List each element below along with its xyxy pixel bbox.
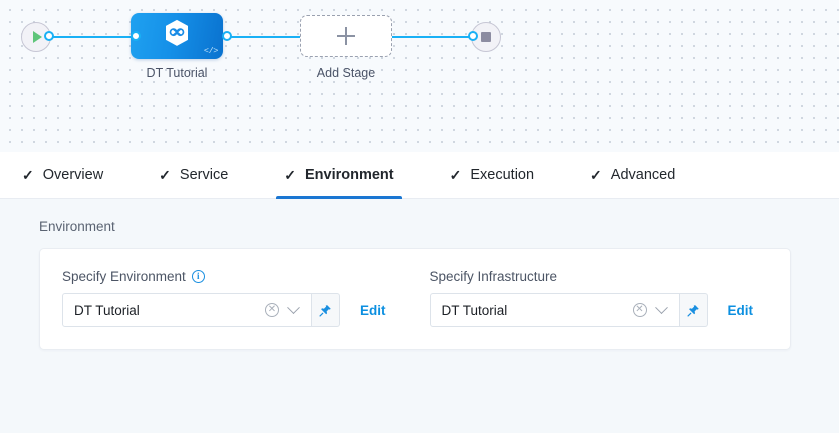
- plus-icon: [337, 27, 355, 45]
- pipeline-canvas[interactable]: </> DT Tutorial Add Stage: [0, 0, 839, 152]
- tab-label: Execution: [470, 167, 535, 183]
- pin-icon: [319, 304, 331, 317]
- check-icon: ✓: [590, 167, 602, 183]
- stage-tabs: ✓ Overview ✓ Service ✓ Environment ✓ Exe…: [0, 152, 839, 199]
- specify-infrastructure-label: Specify Infrastructure: [430, 269, 754, 284]
- specify-environment-row: DT Tutorial ✕ Edit: [62, 293, 386, 327]
- tab-environment[interactable]: ✓ Environment: [276, 152, 403, 199]
- environment-edit-link[interactable]: Edit: [360, 302, 386, 318]
- tab-advanced[interactable]: ✓ Advanced: [588, 152, 677, 199]
- environment-card: Specify Environment i DT Tutorial ✕ Edit: [39, 248, 791, 350]
- code-badge-icon: </>: [203, 46, 219, 56]
- tab-service[interactable]: ✓ Service: [157, 152, 230, 199]
- clear-icon[interactable]: ✕: [632, 303, 647, 317]
- port-end-in[interactable]: [468, 31, 478, 41]
- port-stage-out[interactable]: [222, 31, 232, 41]
- infrastructure-select[interactable]: DT Tutorial ✕: [429, 293, 680, 327]
- infrastructure-select-value: DT Tutorial: [441, 302, 508, 318]
- chevron-down-icon[interactable]: [654, 300, 668, 314]
- edge-add-to-end: [392, 36, 472, 38]
- environment-panel: Environment Specify Environment i DT Tut…: [0, 199, 839, 433]
- tab-label: Environment: [305, 167, 394, 183]
- environment-select-value: DT Tutorial: [74, 302, 140, 318]
- field-label-text: Specify Infrastructure: [429, 269, 558, 284]
- harness-hexagon-icon: [164, 19, 190, 52]
- environment-select[interactable]: DT Tutorial ✕: [62, 293, 312, 327]
- chevron-down-icon[interactable]: [287, 300, 300, 314]
- tab-label: Overview: [42, 167, 104, 183]
- check-icon: ✓: [22, 167, 34, 183]
- tab-overview[interactable]: ✓ Overview: [20, 152, 105, 199]
- stop-icon: [481, 32, 491, 42]
- edge-start-to-stage: [45, 36, 135, 38]
- clear-icon[interactable]: ✕: [265, 303, 279, 317]
- port-stage-in[interactable]: [131, 31, 141, 41]
- check-icon: ✓: [449, 167, 462, 183]
- stage-label-dt-tutorial: DT Tutorial: [146, 66, 208, 80]
- check-icon: ✓: [159, 167, 171, 183]
- edge-stage-to-add: [227, 36, 300, 38]
- play-icon: [33, 31, 42, 43]
- tab-execution[interactable]: ✓ Execution: [448, 152, 536, 199]
- check-icon: ✓: [284, 167, 296, 183]
- infrastructure-edit-link[interactable]: Edit: [727, 302, 754, 318]
- environment-pin-button[interactable]: [312, 293, 340, 327]
- specify-environment-group: Specify Environment i DT Tutorial ✕ Edit: [62, 269, 386, 327]
- stage-node-dt-tutorial[interactable]: </>: [131, 13, 223, 59]
- add-stage-label: Add Stage: [316, 66, 376, 80]
- field-label-text: Specify Environment: [62, 269, 186, 284]
- info-icon[interactable]: i: [191, 270, 205, 283]
- section-title: Environment: [39, 219, 115, 234]
- specify-infrastructure-group: Specify Infrastructure DT Tutorial ✕ Edi…: [429, 269, 754, 327]
- infrastructure-pin-button[interactable]: [679, 293, 708, 327]
- pin-icon: [686, 304, 699, 317]
- specify-infrastructure-row: DT Tutorial ✕ Edit: [429, 293, 754, 327]
- specify-environment-label: Specify Environment i: [62, 269, 386, 284]
- tab-label: Service: [179, 167, 229, 183]
- tab-label: Advanced: [610, 167, 676, 183]
- add-stage-node[interactable]: [300, 15, 392, 57]
- port-start-out[interactable]: [44, 31, 54, 41]
